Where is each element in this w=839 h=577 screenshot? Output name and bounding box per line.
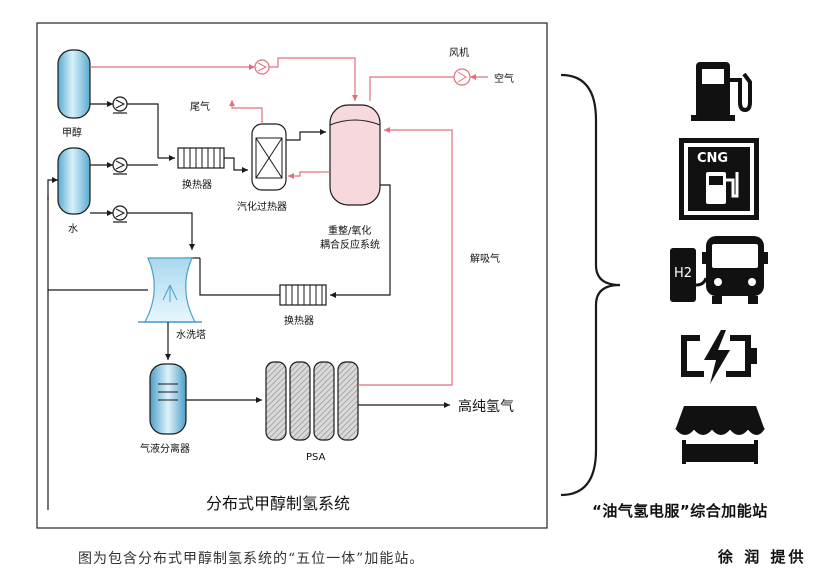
system-title: 分布式甲醇制氢系统	[206, 494, 351, 513]
water-pump-2	[112, 205, 128, 223]
fan-icon	[453, 68, 471, 86]
reformer-label-2: 耦合反应系统	[320, 240, 380, 251]
desorption-gas-label: 解吸气	[470, 254, 500, 265]
water-label: 水	[68, 224, 78, 235]
fuel-pump-icon	[691, 62, 752, 121]
heat-exchanger-top-label: 换热器	[182, 180, 212, 191]
methanol-label: 甲醇	[62, 128, 82, 139]
reformer-reactor	[329, 104, 381, 206]
cng-station-icon	[679, 138, 759, 220]
right-bracket	[560, 73, 621, 497]
tail-gas-label: 尾气	[190, 102, 210, 113]
station-label: “油气氢电服”综合加能站	[592, 502, 768, 520]
reformer-label-1: 重整/氧化	[328, 226, 372, 237]
heat-exchanger-bottom-label: 换热器	[284, 316, 314, 327]
water-tank	[57, 147, 91, 215]
vaporizer-label: 汽化过热器	[237, 202, 287, 213]
product-label: 高纯氢气	[458, 399, 514, 415]
battery-charging-icon	[681, 330, 757, 384]
h2-label: H2	[674, 266, 693, 281]
system-frame	[36, 22, 548, 529]
convenience-store-icon	[675, 406, 765, 464]
air-pump	[254, 59, 270, 75]
water-wash-tower-label: 水洗塔	[176, 330, 206, 341]
cng-label: CNG	[697, 151, 729, 166]
gas-liquid-separator	[149, 363, 187, 435]
methanol-tank	[57, 49, 91, 119]
water-pump-1	[112, 157, 128, 175]
psa-beds	[265, 361, 359, 441]
hydrogen-bus-icon	[670, 236, 768, 304]
caption: 图为包含分布式甲醇制氢系统的“五位一体”加能站。	[78, 551, 425, 567]
fan-label: 风机	[449, 48, 469, 59]
heat-exchanger-top	[177, 147, 225, 169]
separator-label: 气液分离器	[140, 444, 190, 455]
methanol-pump	[112, 96, 128, 114]
vaporizer-superheater	[251, 123, 287, 191]
credit: 徐 润 提供	[718, 548, 807, 566]
air-label: 空气	[494, 74, 514, 85]
water-wash-tower	[138, 257, 202, 323]
heat-exchanger-bottom	[279, 284, 327, 306]
psa-label: PSA	[306, 452, 326, 463]
